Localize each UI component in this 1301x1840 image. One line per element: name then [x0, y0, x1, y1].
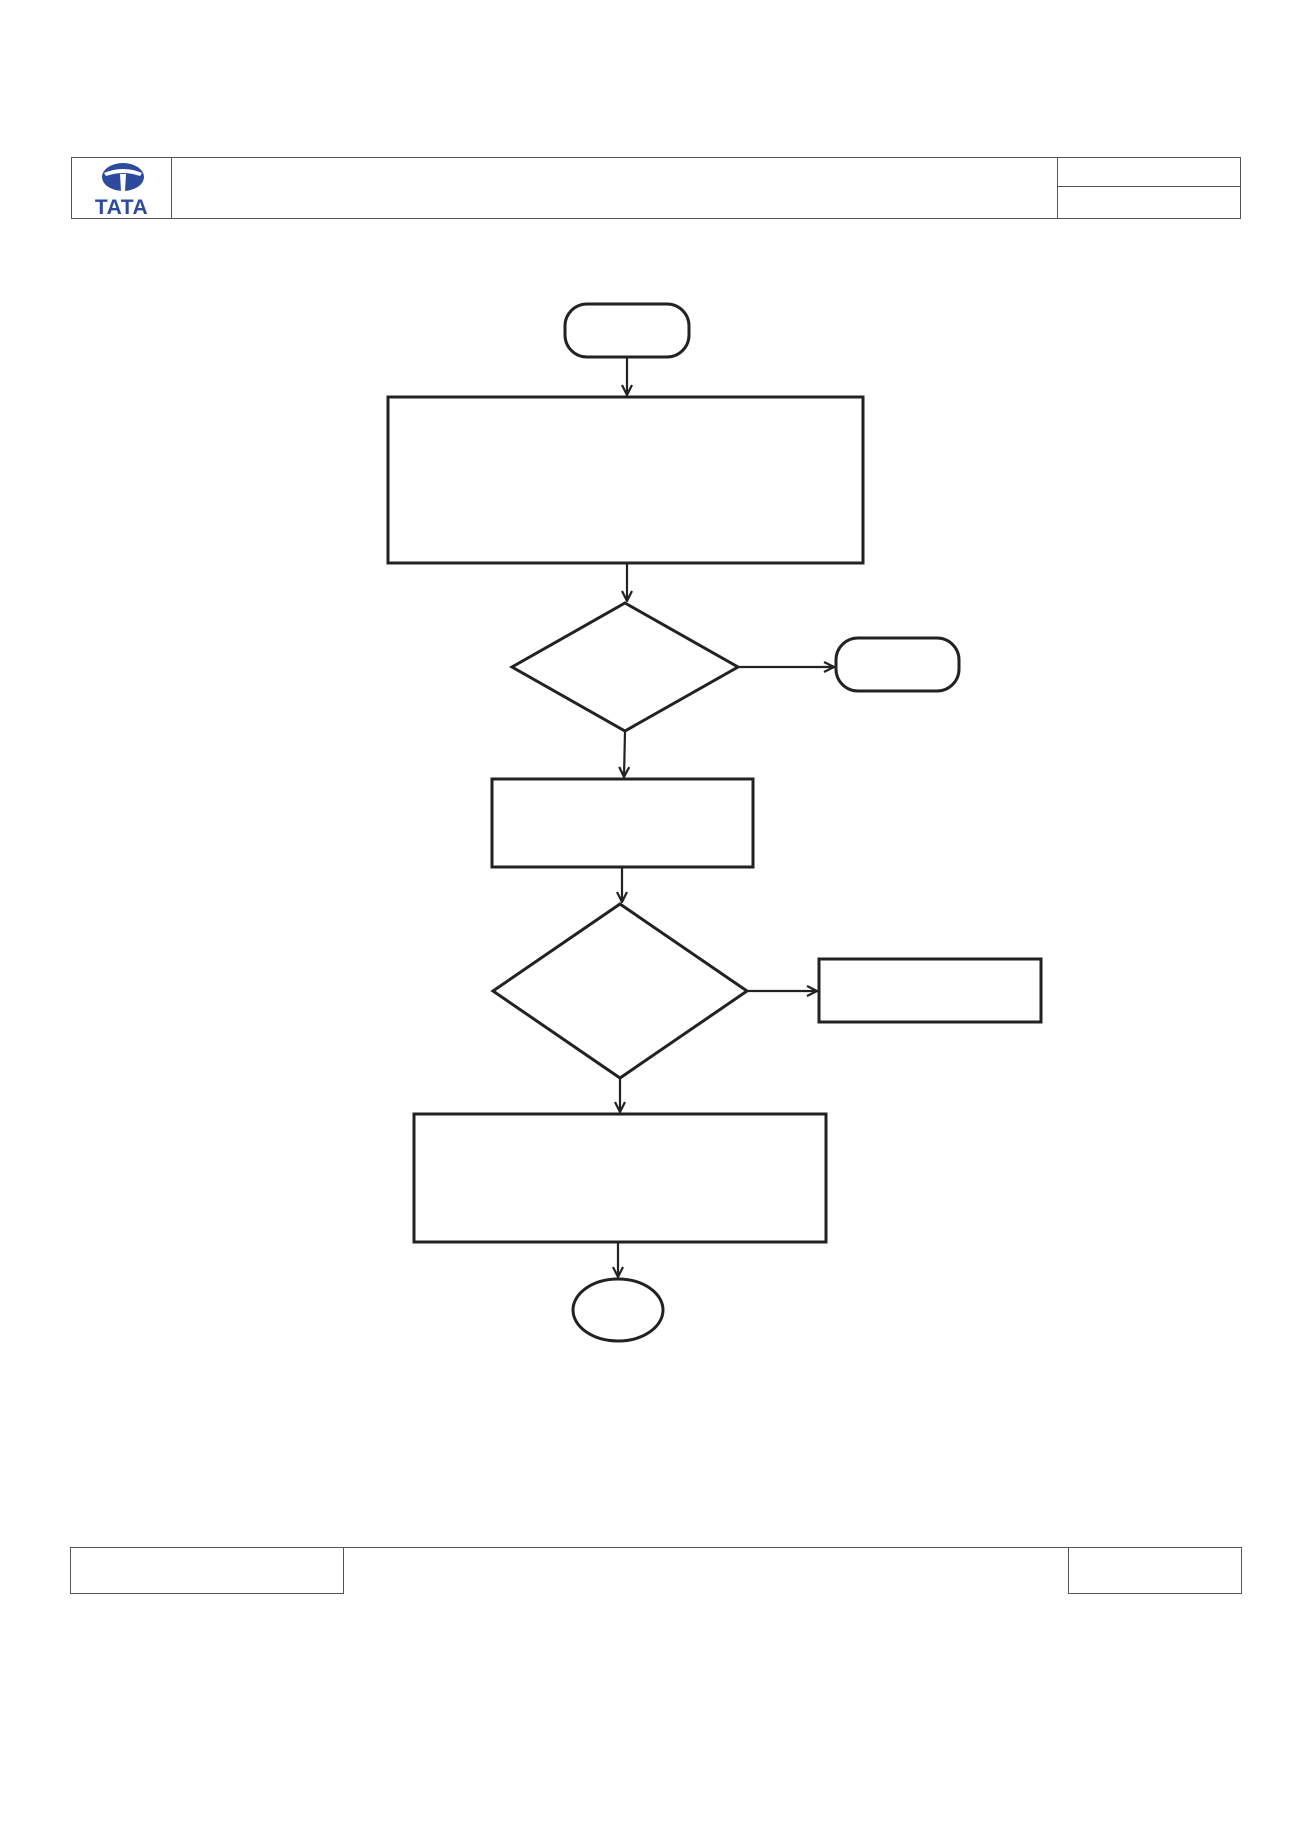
tata-logo-icon [102, 163, 144, 191]
decision-diamond-2 [490, 902, 750, 1080]
process-box-right [817, 957, 1043, 1024]
process-box-2 [490, 777, 755, 869]
footer-right-cell [1068, 1547, 1242, 1594]
footer-left-cell [70, 1547, 344, 1594]
header-logo-cell: TATA [71, 157, 172, 219]
start-terminator [563, 302, 691, 359]
decision-diamond-1 [508, 601, 742, 733]
header-meta-cell-bottom [1057, 186, 1241, 219]
process-box-3 [412, 1112, 828, 1244]
end-connector [571, 1277, 665, 1343]
header-title-cell [171, 157, 1058, 219]
process-box-1 [386, 395, 865, 565]
terminator-right [834, 636, 961, 693]
header-meta-cell-top [1057, 157, 1241, 187]
logo-text: TATA [94, 196, 149, 219]
footer-middle-rule [343, 1547, 1069, 1548]
arrow-decision-1-to-process-2 [624, 730, 625, 777]
